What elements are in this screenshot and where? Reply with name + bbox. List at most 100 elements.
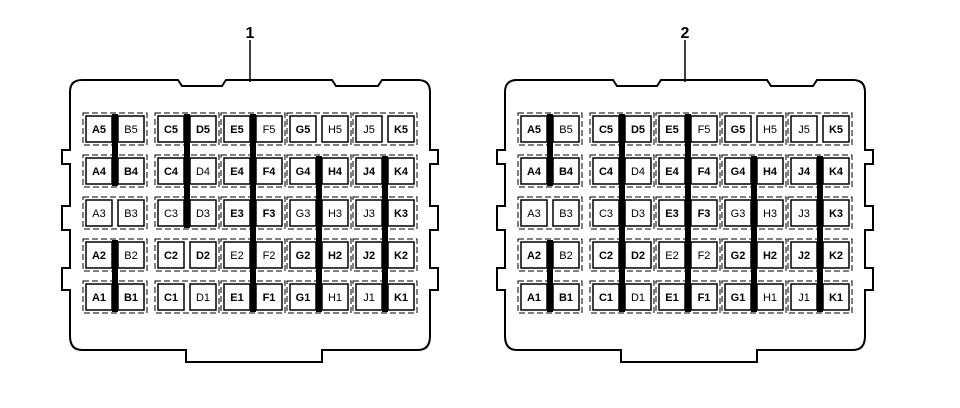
cavity-cell xyxy=(520,199,548,227)
cavity-label: F2 xyxy=(263,250,276,262)
cavity-label: F5 xyxy=(698,124,711,136)
cavity-cell xyxy=(223,157,251,185)
cavity-cell xyxy=(658,283,686,311)
cavity-label: E4 xyxy=(230,166,244,178)
cavity-cell xyxy=(520,115,548,143)
cavity-cell xyxy=(822,283,850,311)
cavity-label: F2 xyxy=(698,250,711,262)
cavity-bracket xyxy=(82,196,148,230)
cavity-cell xyxy=(658,115,686,143)
jumper-link xyxy=(184,114,190,228)
cavity-label: E1 xyxy=(665,292,678,304)
cavity-cell xyxy=(724,157,752,185)
cavity-cell xyxy=(756,283,784,311)
cavity-label: E2 xyxy=(665,250,678,262)
cavity-label: D2 xyxy=(631,250,645,262)
connector-housing xyxy=(496,79,874,363)
cavity-label: A1 xyxy=(92,292,106,304)
cavity-cell xyxy=(223,115,251,143)
cavity-cell xyxy=(321,157,349,185)
cavity-cell xyxy=(85,283,113,311)
cavity-label: F4 xyxy=(263,166,277,178)
cavity-bracket xyxy=(154,238,220,272)
cavity-label: H3 xyxy=(328,208,342,220)
cavity-cell xyxy=(658,241,686,269)
cavity-label: F1 xyxy=(263,292,276,304)
cavity-label: C2 xyxy=(164,250,178,262)
cavity-label: K4 xyxy=(829,166,844,178)
cavity-cell xyxy=(189,283,217,311)
cavity-label: B3 xyxy=(124,208,137,220)
cavity-cell xyxy=(690,199,718,227)
jumper-link xyxy=(817,156,823,312)
cavity-cell xyxy=(157,241,185,269)
cavity-label: A2 xyxy=(92,250,106,262)
cavity-bracket xyxy=(517,196,583,230)
cavity-cell xyxy=(189,241,217,269)
jumper-link xyxy=(382,156,388,312)
cavity-cell xyxy=(822,115,850,143)
cavity-label: E5 xyxy=(230,124,243,136)
cavity-bracket xyxy=(286,112,352,146)
jumper-link xyxy=(316,156,322,312)
cavity-cell xyxy=(756,115,784,143)
cavity-label: K2 xyxy=(394,250,408,262)
cavity-label: C5 xyxy=(599,124,613,136)
cavity-label: K3 xyxy=(394,208,408,220)
cavity-cell xyxy=(85,115,113,143)
cavity-label: D3 xyxy=(196,208,210,220)
cavity-cell xyxy=(756,199,784,227)
callout-number: 2 xyxy=(681,25,690,42)
cavity-label: C4 xyxy=(599,166,614,178)
cavity-cell xyxy=(387,283,415,311)
cavity-bracket xyxy=(721,112,787,146)
cavity-label: H5 xyxy=(763,124,777,136)
cavity-cell xyxy=(289,115,317,143)
cavity-label: G3 xyxy=(731,208,746,220)
cavity-cell xyxy=(157,283,185,311)
cavity-label: F1 xyxy=(698,292,711,304)
cavity-cell xyxy=(289,157,317,185)
cavity-label: A5 xyxy=(92,124,106,136)
cavity-label: G2 xyxy=(296,250,311,262)
cavity-label: F3 xyxy=(263,208,276,220)
cavity-cell xyxy=(85,157,113,185)
cavity-cell xyxy=(822,157,850,185)
cavity-label: J1 xyxy=(798,292,810,304)
cavity-cell xyxy=(355,115,383,143)
cavity-cell xyxy=(690,283,718,311)
cavity-cell xyxy=(117,241,145,269)
cavity-label: G5 xyxy=(731,124,746,136)
cavity-label: B4 xyxy=(124,166,139,178)
cavity-label: C1 xyxy=(599,292,613,304)
cavity-cell xyxy=(157,157,185,185)
cavity-label: G3 xyxy=(296,208,311,220)
cavity-label: G4 xyxy=(731,166,747,178)
cavity-cell xyxy=(117,199,145,227)
cavity-cell xyxy=(724,241,752,269)
cavity-label: D4 xyxy=(631,166,645,178)
cavity-cell xyxy=(321,283,349,311)
cavity-label: J5 xyxy=(798,124,810,136)
cavity-label: A4 xyxy=(527,166,542,178)
cavity-label: B2 xyxy=(559,250,572,262)
cavity-bracket xyxy=(787,112,853,146)
cavity-label: A4 xyxy=(92,166,107,178)
cavity-cell xyxy=(822,241,850,269)
jumper-link xyxy=(112,240,118,312)
cavity-label: J4 xyxy=(363,166,376,178)
jumper-link xyxy=(619,114,625,312)
cavity-label: D1 xyxy=(631,292,645,304)
cavity-cell xyxy=(690,157,718,185)
cavity-label: G1 xyxy=(731,292,746,304)
cavity-label: H1 xyxy=(763,292,777,304)
cavity-cell xyxy=(724,283,752,311)
cavity-cell xyxy=(189,199,217,227)
cavity-cell xyxy=(117,157,145,185)
cavity-cell xyxy=(624,199,652,227)
jumper-link xyxy=(112,114,118,186)
cavity-label: E5 xyxy=(665,124,678,136)
